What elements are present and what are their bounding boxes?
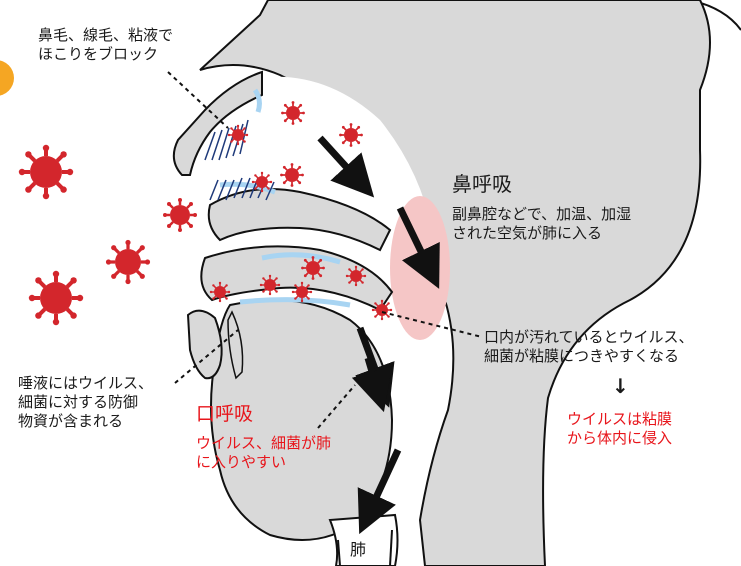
mouth-dirty-line-1: 口内が汚れているとウイルス、 [484, 328, 694, 347]
mouth-breathing-desc-line-2: に入りやすい [196, 453, 331, 472]
nose [174, 72, 262, 175]
nose-filter-line-1: 鼻毛、線毛、粘液で [38, 26, 173, 45]
saliva-line-1: 唾液にはウイルス、 [18, 374, 153, 393]
nose-filter-line-2: ほこりをブロック [38, 45, 173, 64]
mouth-dirty-line-2: 細菌が粘膜につきやすくなる [484, 347, 694, 366]
virus-particles [19, 145, 73, 199]
saliva-label: 唾液にはウイルス、 細菌に対する防御 物資が含まれる [18, 374, 153, 430]
virus-invades-label: ウイルスは粘膜 から体内に侵入 [567, 410, 672, 448]
virus-invades-line-1: ウイルスは粘膜 [567, 410, 672, 429]
saliva-line-3: 物資が含まれる [18, 412, 153, 431]
saliva-line-2: 細菌に対する防御 [18, 393, 153, 412]
mouth-breathing-desc: ウイルス、細菌が肺 に入りやすい [196, 434, 331, 472]
down-arrow-icon: ↓ [612, 374, 629, 399]
nose-breathing-title: 鼻呼吸 [452, 172, 512, 197]
mouth-breathing-title: 口呼吸 [196, 403, 253, 427]
virus-invades-line-2: から体内に侵入 [567, 429, 672, 448]
nose-breathing-desc-line-2: された空気が肺に入る [452, 224, 631, 243]
nose-filter-label: 鼻毛、線毛、粘液で ほこりをブロック [38, 26, 173, 64]
mouth-dirty-label: 口内が汚れているとウイルス、 細菌が粘膜につきやすくなる [484, 328, 694, 366]
pharynx-highlight [390, 196, 450, 340]
nose-breathing-desc: 副鼻腔などで、加温、加湿 された空気が肺に入る [452, 205, 631, 243]
nose-breathing-desc-line-1: 副鼻腔などで、加温、加湿 [452, 205, 631, 224]
orange-marker-dot [0, 60, 14, 96]
lung-label: 肺 [350, 540, 366, 560]
mouth-breathing-desc-line-1: ウイルス、細菌が肺 [196, 434, 331, 453]
